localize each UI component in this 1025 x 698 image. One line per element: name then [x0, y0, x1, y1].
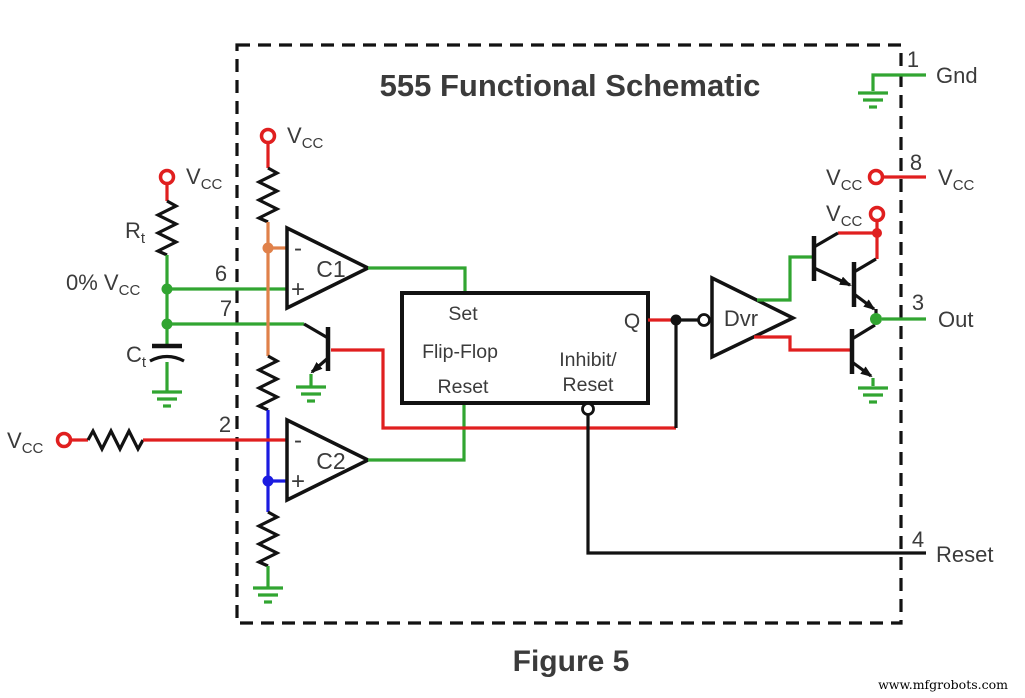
pin4-name: Reset [936, 542, 993, 567]
driver-label: Dvr [724, 306, 758, 331]
pin1: 1 Gnd [858, 47, 978, 109]
comparator-c1-triangle [285, 225, 372, 311]
ground-symbol [858, 91, 888, 109]
discharge-base-wire [331, 348, 676, 430]
output-driver: Dvr [697, 255, 850, 360]
vcc-terminal-pin2 [55, 431, 73, 449]
transistor-emitter [310, 356, 330, 374]
pin8-number: 8 [910, 150, 922, 175]
driver-input-bubble [697, 313, 711, 327]
inhibit-input-bubble [581, 402, 595, 416]
timing-branch: VCC Rt 0% VCC Ct [66, 164, 223, 408]
discharge-transistor [296, 322, 676, 430]
ground-symbol [152, 390, 182, 408]
transistor-emitter [851, 360, 873, 378]
ct-label: Ct [126, 342, 147, 371]
vcc-terminal-pin8 [867, 168, 885, 186]
pin1-wire [871, 73, 926, 91]
pin1-name: Gnd [936, 63, 978, 88]
vcc-label-output: VCC [826, 201, 863, 230]
flip-flop-name-label: Flip-Flop [422, 341, 498, 363]
figure-caption: Figure 5 [513, 645, 630, 678]
c2-output-wire [368, 401, 466, 462]
flip-flop-block: Set Flip-Flop Reset Inhibit/ Reset Q [400, 291, 650, 416]
pin2-number: 2 [219, 412, 231, 437]
pin3: 3 Out [882, 290, 973, 332]
junction-dot [872, 228, 882, 238]
c1-inverting-input-sign: - [294, 235, 302, 262]
pin3-name: Out [938, 307, 973, 332]
c2-label: C2 [316, 448, 345, 474]
pin4-wire [586, 415, 926, 555]
voltage-divider: VCC [253, 123, 324, 604]
flip-flop-inhibit-label-line1: Inhibit/ [559, 349, 617, 371]
resistor-pin2 [86, 427, 145, 453]
pin8: VCC 8 VCC [826, 150, 975, 194]
darlington-transistor-2 [851, 257, 878, 315]
vcc-label-rt: VCC [186, 164, 223, 193]
capacitor-ct-bottom-plate [149, 354, 185, 363]
comparator-c1: - + C1 [285, 225, 467, 311]
resistor-lower [255, 510, 281, 568]
resistor-middle [255, 354, 281, 412]
pin4-number: 4 [912, 527, 924, 552]
q-output-node [648, 314, 698, 428]
resistor-rt [154, 199, 180, 257]
transistor-collector [851, 323, 876, 341]
pin1-number: 1 [907, 47, 919, 72]
transistor-emitter [853, 292, 876, 311]
c1-noninverting-input-sign: + [291, 276, 305, 303]
pin6-number: 6 [215, 261, 227, 286]
pin7-number: 7 [220, 296, 232, 321]
vcc-label-divider: VCC [287, 123, 324, 152]
junction-dot [670, 314, 682, 326]
flip-flop-inhibit-label-line2: Reset [563, 374, 615, 396]
comparator-c2: - + C2 [285, 401, 466, 503]
vcc-label-pin2: VCC [7, 428, 44, 457]
c2-noninverting-input-sign: + [291, 468, 305, 495]
output-stage: VCC [811, 201, 888, 404]
c1-output-wire [368, 266, 467, 291]
driver-upper-output-wire [757, 255, 812, 302]
page-title: 555 Functional Schematic [380, 68, 761, 103]
watermark: www.mfgrobots.com [878, 677, 1008, 692]
vcc-label-pin8-inner: VCC [826, 165, 863, 194]
threshold-label: 0% VCC [66, 270, 140, 299]
transistor-emitter [813, 266, 852, 287]
vcc-terminal-rt [158, 168, 176, 186]
output-node-dot [870, 313, 882, 325]
c1-label: C1 [316, 256, 345, 282]
pin8-name: VCC [938, 165, 975, 194]
transistor-collector [303, 322, 329, 340]
pin3-number: 3 [912, 290, 924, 315]
flip-flop-q-label: Q [624, 310, 640, 333]
pin4: 4 Reset [586, 415, 993, 567]
pin2-branch: VCC 2 [7, 412, 287, 457]
driver-triangle [710, 275, 797, 360]
flip-flop-reset-label: Reset [438, 376, 490, 398]
c2-inverting-input-sign: - [294, 427, 302, 454]
transistor-collector [813, 231, 839, 249]
vcc-terminal-divider [259, 127, 277, 145]
rt-label: Rt [125, 218, 146, 247]
ground-symbol [296, 385, 326, 403]
darlington-transistor-1 [811, 231, 852, 287]
pin7: 7 [167, 296, 304, 326]
comparator-c2-triangle [285, 417, 372, 503]
transistor-collector [853, 257, 877, 274]
resistor-upper [255, 166, 281, 224]
ground-symbol [253, 586, 283, 604]
flip-flop-set-label: Set [448, 303, 478, 325]
flip-flop-box [400, 291, 650, 405]
ic-boundary-dashed-box [235, 43, 903, 625]
pulldown-transistor [849, 323, 888, 404]
junction-dot [262, 475, 274, 487]
ground-symbol [858, 386, 888, 404]
driver-lower-output-wire [754, 335, 850, 352]
junction-dot [262, 242, 274, 254]
vcc-terminal-output [868, 205, 886, 223]
